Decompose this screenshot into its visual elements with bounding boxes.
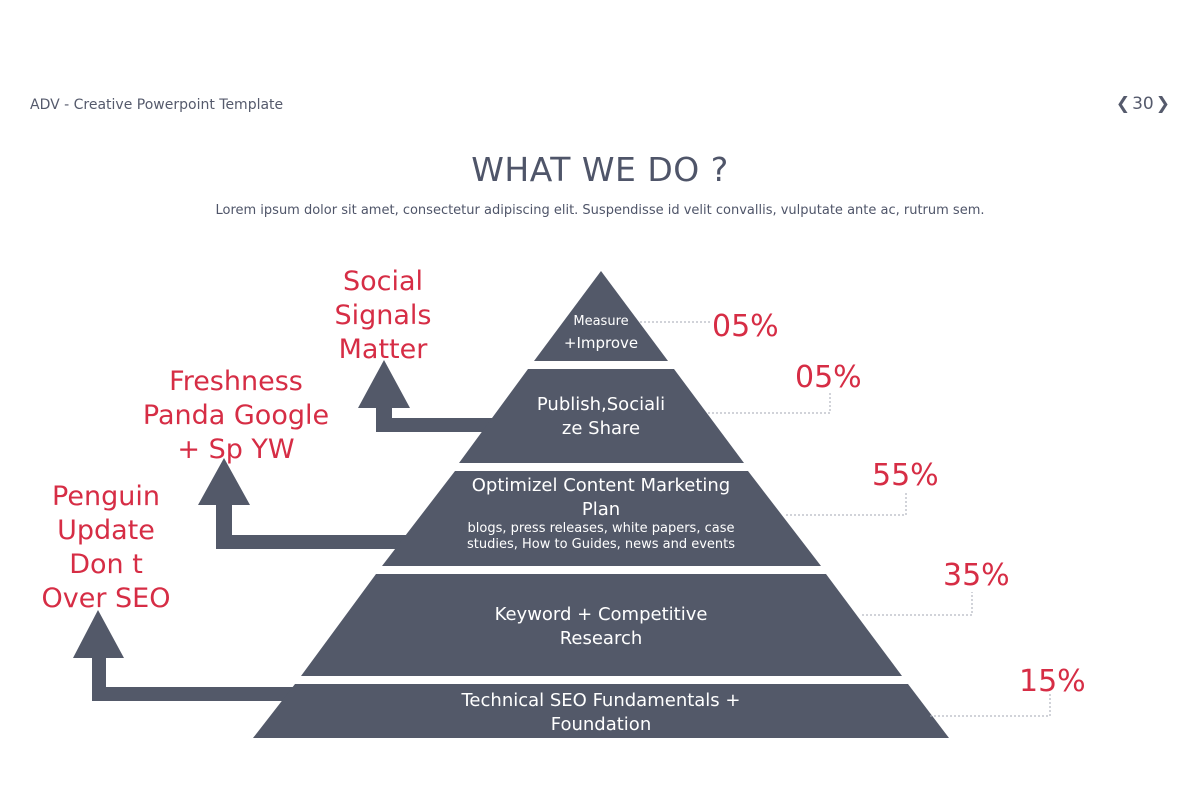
level-2-line-1: Publish,Sociali xyxy=(537,394,665,415)
level-5-percent: 15% xyxy=(1019,664,1086,699)
level-4-percent: 35% xyxy=(943,558,1010,593)
pyramid-level-5 xyxy=(253,684,949,738)
level-4-line-1: Keyword + Competitive xyxy=(495,604,708,625)
slide-subtitle: Lorem ipsum dolor sit amet, consectetur … xyxy=(215,203,985,218)
callout-penguin-line-4: Over SEO xyxy=(42,583,171,614)
level-4-line-2: Research xyxy=(560,628,643,649)
leader-level-4 xyxy=(862,592,973,616)
level-2-line-2: ze Share xyxy=(562,418,640,439)
template-name: ADV - Creative Powerpoint Template xyxy=(30,97,284,113)
level-1-line-1: Measure xyxy=(573,314,628,329)
chevron-right-icon[interactable]: ❯ xyxy=(1155,94,1170,114)
level-3-line-1: Optimizel Content Marketing xyxy=(472,475,730,496)
slide-title: WHAT WE DO ? xyxy=(471,150,729,189)
leader-level-2 xyxy=(708,392,831,414)
callout-social-line-2: Signals xyxy=(334,300,431,331)
level-3-detail-1: blogs, press releases, white papers, cas… xyxy=(468,521,735,536)
level-2-percent: 05% xyxy=(795,360,862,395)
callout-freshness-line-2: Panda Google xyxy=(143,400,329,431)
pyramid-level-1 xyxy=(534,271,668,361)
level-3-detail-2: studies, How to Guides, news and events xyxy=(467,537,735,552)
callout-penguin-line-3: Don t xyxy=(69,549,143,580)
pager: ❮ 30 ❯ xyxy=(1116,94,1170,114)
pyramid-level-2 xyxy=(459,369,744,463)
level-3-percent: 55% xyxy=(872,458,939,493)
callout-freshness-line-3: + Sp YW xyxy=(177,434,294,465)
arrow-to-social-signals xyxy=(358,360,497,432)
arrow-to-penguin xyxy=(73,610,300,701)
level-5-line-1: Technical SEO Fundamentals + xyxy=(461,690,741,711)
level-1-percent: 05% xyxy=(712,309,779,344)
pyramid-level-4 xyxy=(301,574,902,676)
chevron-left-icon[interactable]: ❮ xyxy=(1115,94,1131,114)
level-1-line-2: +Improve xyxy=(564,334,638,352)
arrow-to-freshness xyxy=(198,458,425,549)
level-3-line-2: Plan xyxy=(582,499,620,520)
leader-level-3 xyxy=(786,492,907,516)
pyramid-level-3 xyxy=(382,471,821,566)
callout-penguin-line-2: Update xyxy=(57,515,155,546)
page-number: 30 xyxy=(1132,94,1154,114)
callout-freshness-line-1: Freshness xyxy=(169,366,303,397)
callout-social-line-3: Matter xyxy=(339,334,429,365)
callout-social-line-1: Social xyxy=(343,266,423,297)
level-5-line-2: Foundation xyxy=(551,714,651,735)
leader-level-5 xyxy=(930,694,1051,717)
callout-penguin-line-1: Penguin xyxy=(52,481,160,512)
